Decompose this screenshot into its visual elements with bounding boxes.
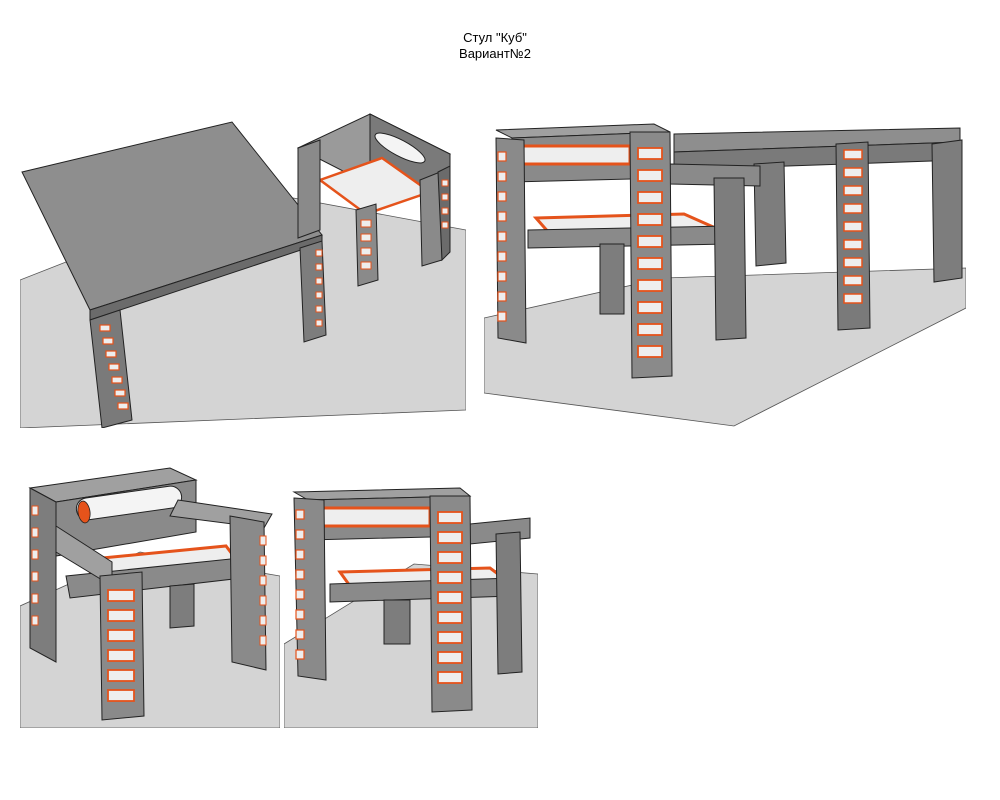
chair-leg-back — [169, 583, 195, 629]
chair-leg-rear-right — [713, 177, 747, 341]
title-text: Стул "Куб" — [463, 30, 527, 45]
table-long — [673, 127, 963, 331]
chair-leg-front — [99, 571, 145, 721]
chair-back-insert — [316, 506, 432, 528]
subtitle-text: Вариант№2 — [459, 46, 531, 61]
chair-cushion-roll — [75, 485, 183, 521]
chair-leg-front-right-inserts — [437, 511, 463, 684]
view-3-drawing — [20, 467, 280, 728]
chair-back-insert — [516, 144, 632, 166]
chair-leg-front-inserts — [107, 589, 135, 702]
chair-leg-right — [229, 515, 267, 671]
chair-leg-left-inserts — [497, 151, 507, 322]
chair-arm-left-inserts — [31, 505, 39, 626]
view-4-drawing — [284, 487, 538, 728]
chair-leg-right-inserts — [259, 535, 267, 646]
chair-cushion-roll — [374, 132, 426, 164]
view-chair-at-table-front — [484, 118, 966, 428]
chair-leg-front — [355, 203, 379, 287]
chair-leg-back — [599, 243, 625, 315]
drawing-title: Стул "Куб" Вариант№2 — [0, 30, 990, 62]
chair-leg-left-inserts — [295, 509, 305, 660]
table-leg-front-inserts — [843, 149, 863, 304]
table-leg-right-inserts — [315, 249, 323, 327]
chair-leg-front-right-inserts — [637, 147, 663, 358]
view-1-drawing — [20, 113, 466, 428]
chair-arm-left — [297, 139, 321, 239]
view-chair-front-left — [20, 466, 280, 728]
chair-large — [495, 123, 761, 379]
table-leg-back — [753, 161, 787, 267]
chair-small — [296, 113, 452, 287]
chair-seat-frame — [527, 225, 729, 249]
view-2-drawing — [484, 123, 966, 427]
table-leg-front-inserts — [99, 324, 129, 410]
chair-leg-rear-right — [495, 531, 523, 675]
chair-leg-back — [383, 599, 411, 645]
view-table-and-chair-overview — [20, 110, 466, 428]
chair-leg-front-right — [629, 131, 673, 379]
table-leg-right — [931, 139, 963, 283]
view-chair-back-right — [284, 484, 538, 728]
